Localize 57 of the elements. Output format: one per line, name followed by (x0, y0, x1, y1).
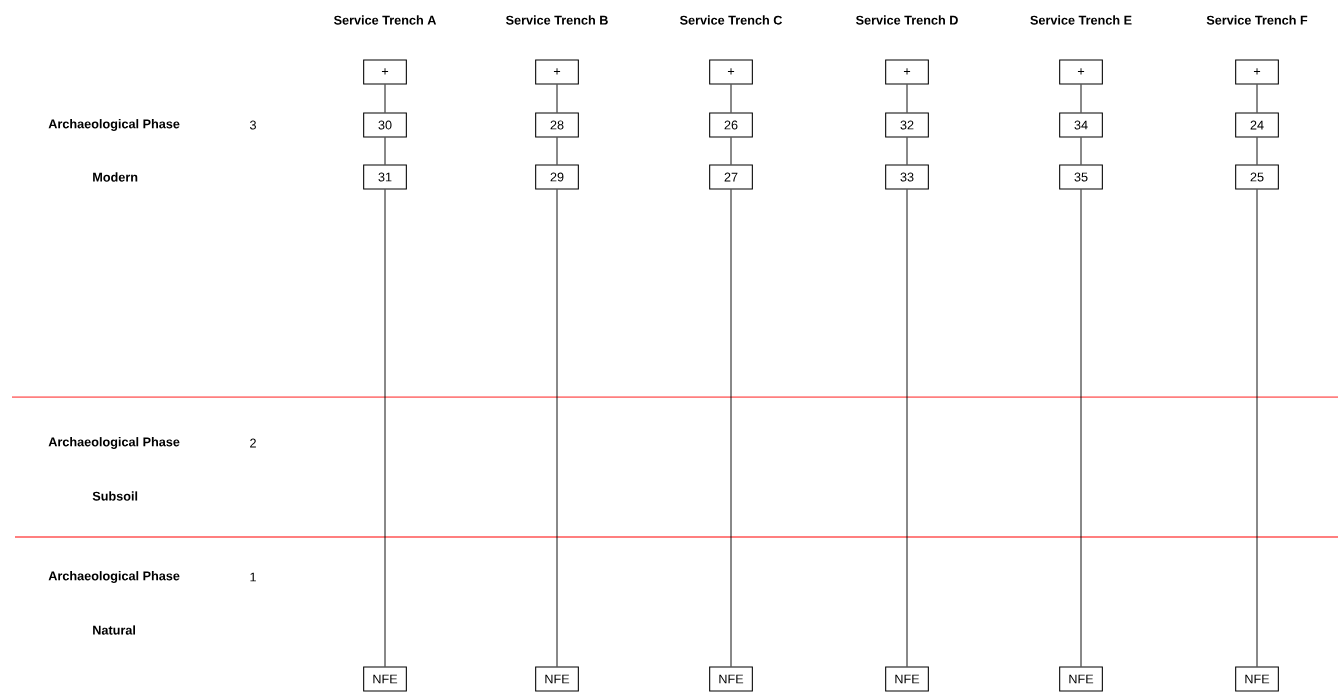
phase-label: Archaeological Phase (48, 119, 180, 131)
column-heading: Service Trench A (333, 15, 437, 25)
connector-line (730, 84, 732, 113)
connector-line (384, 137, 386, 165)
unit-box: NFE (885, 666, 929, 692)
connector-line (556, 84, 558, 113)
period-label: Subsoil (92, 491, 138, 501)
unit-box: 32 (885, 112, 929, 138)
unit-box: 26 (709, 112, 753, 138)
column-heading: Service Trench C (679, 15, 783, 25)
unit-box: NFE (1059, 666, 1103, 692)
unit-box: + (1235, 59, 1279, 85)
unit-box: 28 (535, 112, 579, 138)
column-heading: Service Trench D (855, 15, 958, 25)
connector-line (1256, 137, 1258, 165)
phase-number: 1 (250, 572, 256, 582)
period-label: Natural (93, 625, 135, 635)
connector-line (384, 189, 386, 667)
column-heading: Service Trench F (1206, 15, 1308, 25)
connector-line (1256, 84, 1258, 113)
unit-box: NFE (1235, 666, 1279, 692)
unit-box: 34 (1059, 112, 1103, 138)
connector-line (1080, 189, 1082, 667)
connector-line (730, 137, 732, 165)
unit-box: NFE (709, 666, 753, 692)
unit-box: 30 (363, 112, 407, 138)
unit-box: 25 (1235, 164, 1279, 190)
unit-box: + (363, 59, 407, 85)
phase-number: 2 (250, 438, 256, 448)
connector-line (384, 84, 386, 113)
connector-line (556, 189, 558, 667)
phase-label: Archaeological Phase (48, 437, 180, 449)
unit-box: NFE (535, 666, 579, 692)
connector-line (1080, 84, 1082, 113)
connector-line (556, 137, 558, 165)
connector-line (1080, 137, 1082, 165)
unit-box: 33 (885, 164, 929, 190)
connector-line (1256, 189, 1258, 667)
unit-box: + (885, 59, 929, 85)
unit-box: + (535, 59, 579, 85)
period-label: Modern (93, 172, 138, 182)
connector-line (730, 189, 732, 667)
unit-box: NFE (363, 666, 407, 692)
unit-box: 24 (1235, 112, 1279, 138)
phase-label: Archaeological Phase (48, 571, 180, 583)
unit-box: 31 (363, 164, 407, 190)
connector-line (906, 84, 908, 113)
connector-line (906, 189, 908, 667)
column-heading: Service Trench B (505, 15, 608, 25)
phase-number: 3 (249, 120, 256, 130)
unit-box: 27 (709, 164, 753, 190)
connector-line (906, 137, 908, 165)
unit-box: 29 (535, 164, 579, 190)
unit-box: + (1059, 59, 1103, 85)
unit-box: + (709, 59, 753, 85)
unit-box: 35 (1059, 164, 1103, 190)
column-heading: Service Trench E (1030, 15, 1132, 25)
